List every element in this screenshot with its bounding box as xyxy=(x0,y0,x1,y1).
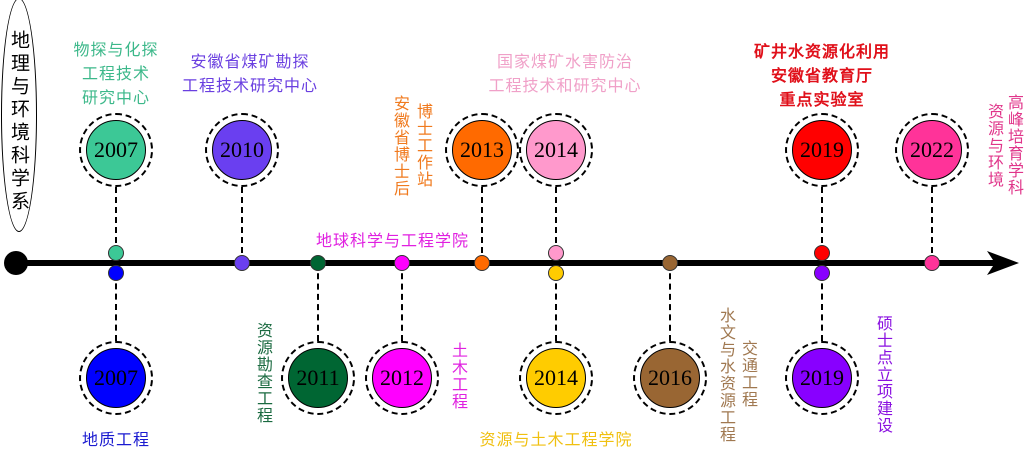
dashed-ring xyxy=(519,113,593,187)
timeline-dot-2014 xyxy=(548,265,564,281)
connector-line xyxy=(555,273,557,341)
label-geo-eng: 地质工程 xyxy=(81,430,150,449)
label-discipline-a: 资源与环境 xyxy=(985,103,1004,188)
connector-line xyxy=(115,273,117,341)
year-circle-2010: 2010 xyxy=(212,120,272,180)
timeline-axis xyxy=(16,260,1001,266)
connector-line xyxy=(555,187,557,253)
year-circle-2014: 2014 xyxy=(526,120,586,180)
label-mine-water-lab: 矿井水资源化利用 安徽省教育厅 重点实验室 xyxy=(737,40,907,112)
dashed-ring xyxy=(519,341,593,415)
dashed-ring xyxy=(785,341,859,415)
dashed-ring xyxy=(785,113,859,187)
label-resource-civil-school: 资源与土木工程学院 xyxy=(479,430,633,449)
label-civil-eng: 土木工程 xyxy=(449,342,468,410)
timeline-dot-2007 xyxy=(108,245,124,261)
label-line: 重点实验室 xyxy=(779,90,865,109)
label-line: 安徽省教育厅 xyxy=(770,66,873,85)
connector-line xyxy=(821,187,823,253)
label-postdoc-b: 博士工作站 xyxy=(414,103,433,188)
timeline-dot-2019 xyxy=(814,265,830,281)
root-label: 地理与环境科学系 xyxy=(8,30,30,214)
year-circle-2012: 2012 xyxy=(372,348,432,408)
label-transport-eng: 交通工程 xyxy=(739,340,758,408)
timeline-dot-2007 xyxy=(108,265,124,281)
root-ellipse xyxy=(1,0,37,232)
timeline-dot-2012 xyxy=(394,255,410,271)
timeline-dot-2019 xyxy=(814,245,830,261)
label-line: 工程技术研究中心 xyxy=(181,76,318,95)
label-line: 矿井水资源化利用 xyxy=(753,42,890,61)
arrow-head-icon xyxy=(987,251,1019,275)
label-geophys-center: 物探与化探 工程技术 研究中心 xyxy=(56,38,176,110)
dashed-ring xyxy=(895,113,969,187)
label-resource-survey: 资源勘查工程 xyxy=(254,322,273,424)
year-circle-2019: 2019 xyxy=(792,120,852,180)
label-earth-school: 地球科学与工程学院 xyxy=(316,231,470,250)
dashed-ring xyxy=(205,113,279,187)
label-line: 工程技术和研究中心 xyxy=(488,76,642,95)
year-circle-2011: 2011 xyxy=(288,348,348,408)
connector-line xyxy=(481,187,483,263)
timeline-dot-2010 xyxy=(234,255,250,271)
timeline-dot-2011 xyxy=(310,255,326,271)
connector-line xyxy=(241,187,243,263)
year-circle-2022: 2022 xyxy=(902,120,962,180)
dashed-ring xyxy=(281,341,355,415)
label-line: 安徽省煤矿勘探 xyxy=(190,52,310,71)
timeline-dot-2014 xyxy=(548,245,564,261)
connector-line xyxy=(115,187,117,253)
connector-line xyxy=(931,187,933,263)
label-postdoc-a: 安徽省博士后 xyxy=(391,95,410,197)
dashed-ring xyxy=(79,341,153,415)
label-anhui-coal-center: 安徽省煤矿勘探 工程技术研究中心 xyxy=(170,50,330,98)
connector-line xyxy=(401,263,403,341)
label-master-program: 硕士点立项建设 xyxy=(874,315,893,434)
year-circle-2016: 2016 xyxy=(640,348,700,408)
label-hydro-eng: 水文与水资源工程 xyxy=(717,307,736,443)
timeline-start-dot xyxy=(4,251,28,275)
connector-line xyxy=(669,263,671,341)
connector-line xyxy=(317,263,319,341)
dashed-ring xyxy=(445,113,519,187)
year-circle-2019: 2019 xyxy=(792,348,852,408)
year-circle-2007: 2007 xyxy=(86,120,146,180)
label-discipline-b: 高峰培育学科 xyxy=(1005,94,1024,196)
timeline-dot-2016 xyxy=(662,255,678,271)
dashed-ring xyxy=(79,113,153,187)
timeline-dot-2013 xyxy=(474,255,490,271)
label-national-center: 国家煤矿水害防治 工程技术和研究中心 xyxy=(470,50,660,98)
year-circle-2014: 2014 xyxy=(526,348,586,408)
year-circle-2013: 2013 xyxy=(452,120,512,180)
label-line: 国家煤矿水害防治 xyxy=(496,52,633,71)
dashed-ring xyxy=(633,341,707,415)
timeline-dot-2022 xyxy=(924,255,940,271)
year-circle-2007: 2007 xyxy=(86,348,146,408)
label-line: 物探与化探 xyxy=(73,40,159,59)
label-line: 工程技术 xyxy=(81,64,150,83)
dashed-ring xyxy=(365,341,439,415)
connector-line xyxy=(821,273,823,341)
label-line: 研究中心 xyxy=(81,88,150,107)
